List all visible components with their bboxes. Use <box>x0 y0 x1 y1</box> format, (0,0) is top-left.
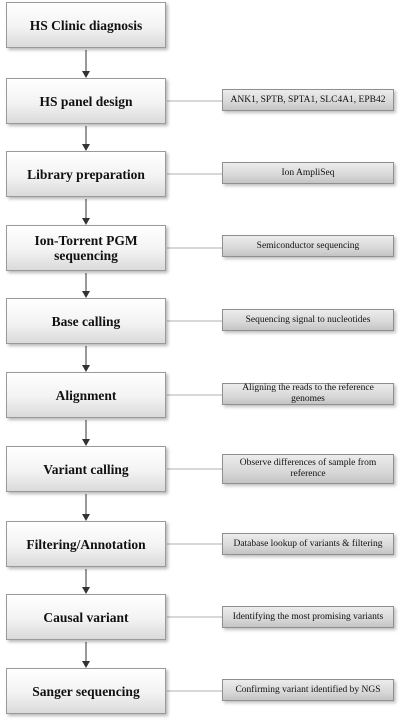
step-box-4: Ion-Torrent PGM sequencing <box>6 225 166 271</box>
step-box-3: Library preparation <box>6 151 166 197</box>
step-box-10: Sanger sequencing <box>6 668 166 714</box>
step-box-8: Filtering/Annotation <box>6 521 166 567</box>
step-box-6: Alignment <box>6 372 166 418</box>
note-box-6: Observe differences of sample from refer… <box>222 454 394 484</box>
note-box-2: Ion AmpliSeq <box>222 162 394 184</box>
note-box-4: Sequencing signal to nucleotides <box>222 309 394 331</box>
note-box-7: Database lookup of variants & filtering <box>222 533 394 555</box>
note-box-5: Aligning the reads to the reference geno… <box>222 383 394 405</box>
step-box-1: HS Clinic diagnosis <box>6 2 166 48</box>
note-box-1: ANK1, SPTB, SPTA1, SLC4A1, EPB42 <box>222 89 394 111</box>
note-box-9: Confirming variant identified by NGS <box>222 679 394 701</box>
step-box-2: HS panel design <box>6 78 166 124</box>
note-box-8: Identifying the most promising variants <box>222 606 394 628</box>
note-box-3: Semiconductor sequencing <box>222 235 394 257</box>
step-box-5: Base calling <box>6 298 166 344</box>
step-box-9: Causal variant <box>6 594 166 640</box>
step-box-7: Variant calling <box>6 446 166 492</box>
links-layer <box>167 100 222 692</box>
